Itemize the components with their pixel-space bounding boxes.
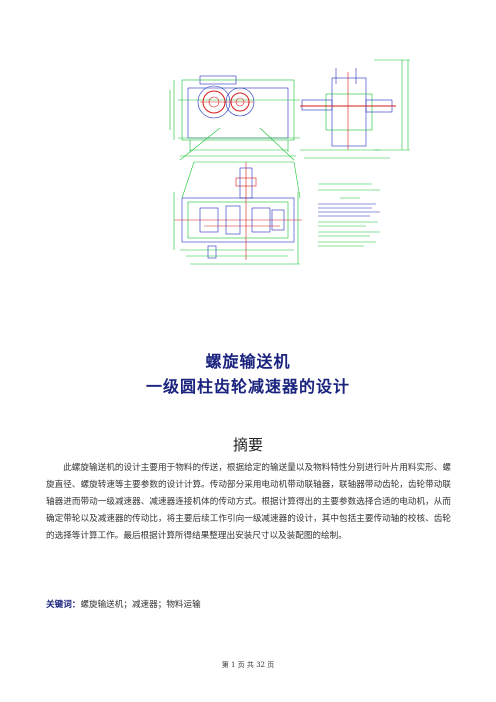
keywords-label: 关键词： <box>46 600 81 610</box>
technical-requirements-block <box>318 183 380 247</box>
front-view <box>169 75 300 161</box>
page-footer: 第 1 页 共 32 页 <box>221 661 275 669</box>
keywords-line: 关键词：螺旋输送机；减速器；物料运输 <box>46 598 201 610</box>
top-view <box>173 161 302 265</box>
abstract-heading: 摘要 <box>232 436 263 454</box>
keywords-value: 螺旋输送机；减速器；物料运输 <box>80 600 201 610</box>
gearbox-assembly-drawing <box>169 59 410 265</box>
side-view <box>300 59 410 159</box>
abstract-body: 此螺旋输送机的设计主要用于物料的传送，根据给定的输送量以及物料特性分别进行叶片用… <box>46 463 451 541</box>
title-line-2: 一级圆柱齿轮减速器的设计 <box>145 377 350 396</box>
title-line-1: 螺旋输送机 <box>205 352 291 371</box>
